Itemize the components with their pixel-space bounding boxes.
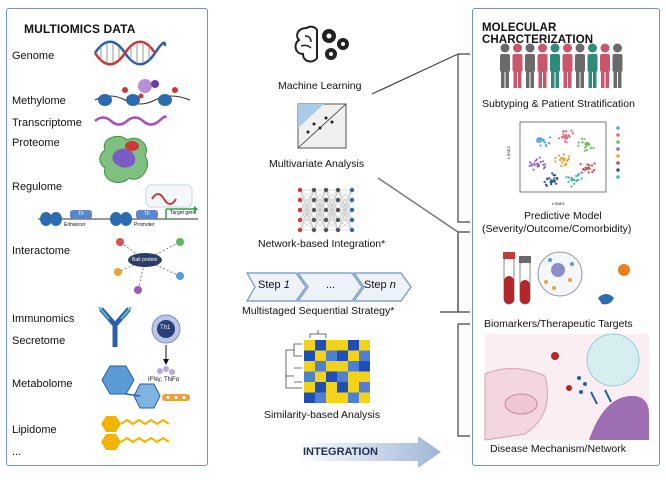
protein-icon — [99, 135, 149, 183]
disease-mechanism-icon — [484, 333, 649, 441]
tsne-xlabel: t-SNE1 — [552, 201, 565, 206]
rna-wave-icon — [94, 115, 167, 126]
tf-label-1: TF — [78, 211, 85, 217]
omic-regulome: Regulome — [12, 181, 63, 193]
tsne-ylabel: t-SNE2 — [505, 146, 511, 159]
integration-arrow-icon — [296, 436, 441, 468]
omic-methylome: Methylome — [12, 95, 66, 107]
output-predictive-model-detail: (Severity/Outcome/Comorbidity) — [482, 223, 632, 235]
method-label-machine-learning: Machine Learning — [278, 80, 362, 92]
cytokine-dots-icon — [157, 366, 175, 375]
output-subtyping: Subtyping & Patient Stratification — [482, 98, 635, 110]
multiomics-title: MULTIOMICS DATA — [24, 22, 136, 36]
enhancer-label: Enhancer — [64, 222, 86, 228]
omic-transcriptome: Transcriptome — [12, 117, 82, 129]
method-label-network: Network-based Integration* — [258, 238, 386, 250]
integration-label: INTEGRATION — [303, 446, 378, 458]
brain-gears-icon — [294, 25, 349, 63]
step-dots-label: ... — [326, 279, 336, 291]
output-disease-mechanism: Disease Mechanism/Network — [490, 443, 626, 455]
omic-immunomics: Immunomics — [12, 313, 75, 325]
omic-secretome: Secretome — [12, 335, 66, 347]
scatter-plot-icon — [297, 103, 347, 149]
omic-genome: Genome — [12, 50, 55, 62]
patient-group-icon — [500, 43, 623, 88]
tf-label-2: TF — [144, 211, 151, 217]
method-label-similarity: Similarity-based Analysis — [264, 409, 381, 421]
step-1-label: Step 1 — [258, 279, 290, 291]
step-1-number: 1 — [283, 279, 290, 291]
output-predictive-model: Predictive Model — [524, 210, 602, 222]
interactome-icon — [114, 238, 184, 294]
neural-network-icon — [297, 187, 355, 233]
step-arrows-icon — [245, 272, 412, 302]
step-n-number: n — [389, 279, 396, 291]
regulome-icon — [38, 184, 198, 226]
cytokine-label: IFNγ, TNFα — [148, 377, 180, 383]
promoter-label: Promoter — [134, 222, 155, 228]
method-label-multistaged: Multistaged Sequential Strategy* — [242, 305, 395, 317]
lipid-icon — [101, 416, 170, 450]
output-biomarkers: Biomarkers/Therapeutic Targets — [484, 318, 633, 330]
method-label-multivariate: Multivariate Analysis — [269, 158, 365, 170]
dna-helix-icon — [93, 40, 167, 66]
characterization-title: MOLECULAR CHARCTERIZATION — [482, 22, 594, 46]
tsne-plot-icon — [519, 121, 620, 193]
heatmap-icon — [285, 330, 370, 403]
step-1-prefix: Step — [258, 279, 284, 291]
metabolite-icon — [101, 365, 190, 409]
biomarker-icon — [503, 251, 630, 305]
omic-metabolome: Metabolome — [12, 378, 73, 390]
omic-ellipsis: ... — [12, 446, 22, 458]
th1-cell-icon — [151, 314, 181, 365]
omic-proteome: Proteome — [12, 137, 60, 149]
step-n-label: Step n — [364, 279, 396, 291]
step-n-prefix: Step — [364, 279, 390, 291]
antibody-icon — [98, 306, 132, 347]
th1-label: Th1 — [160, 325, 171, 331]
target-gene-label: Target gene — [170, 210, 197, 216]
omic-lipidome: Lipidome — [12, 424, 57, 436]
bait-protein-label: Bait protein — [132, 257, 158, 263]
omic-interactome: Interactome — [12, 245, 71, 257]
methylation-icon — [94, 79, 191, 106]
